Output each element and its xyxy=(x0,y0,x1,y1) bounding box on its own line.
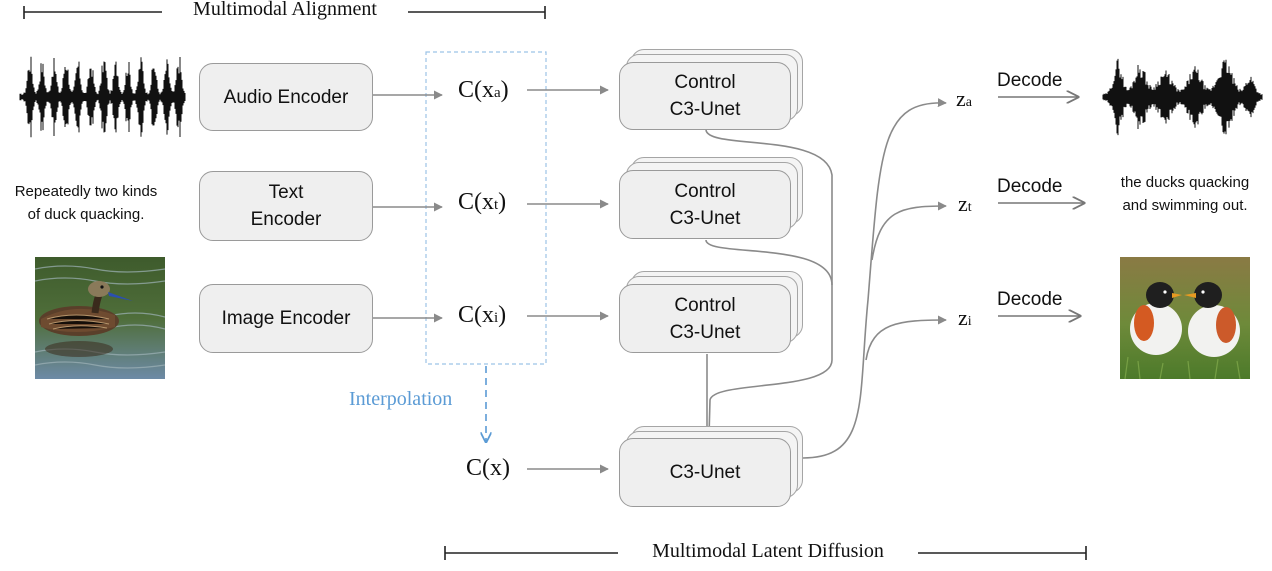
latent-flow-i xyxy=(865,315,947,361)
text-encoder-line2: Encoder xyxy=(250,209,322,230)
latent-za-sub: a xyxy=(965,95,972,110)
latent-za-base: z xyxy=(956,86,966,111)
image-control-line1: Control xyxy=(674,294,736,316)
audio-encoder-label: Audio Encoder xyxy=(223,86,349,108)
latent-za: za xyxy=(956,86,972,112)
latent-zt: zt xyxy=(958,191,972,217)
text-control-flow xyxy=(705,239,833,286)
latent-zt-sub: t xyxy=(967,200,972,215)
text-encoder-line1: Text xyxy=(268,182,304,203)
image-condition-sub: i xyxy=(494,310,499,326)
image-condition-base: C(x xyxy=(458,302,494,328)
output-text-caption: the ducks quacking and swimming out. xyxy=(1098,171,1272,217)
output-text-line1: the ducks quacking xyxy=(1120,174,1250,191)
text-control-line2: C3-Unet xyxy=(669,207,741,229)
latent-zi-sub: i xyxy=(967,314,972,329)
text-condition-base: C(x xyxy=(458,189,494,215)
latent-zi-base: z xyxy=(958,305,968,330)
output-audio-waveform-icon xyxy=(1102,58,1263,136)
audio-control-flow xyxy=(704,129,833,437)
image-control-line2: C3-Unet xyxy=(669,321,741,343)
decode-label-image: Decode xyxy=(997,289,1063,310)
audio-condition-base: C(x xyxy=(458,77,494,103)
input-text-caption: Repeatedly two kinds of duck quacking. xyxy=(0,180,172,226)
image-encoder-label: Image Encoder xyxy=(221,308,351,329)
audio-control-line2: C3-Unet xyxy=(669,99,741,120)
latent-zi: zi xyxy=(958,305,972,331)
audio-condition-sub: a xyxy=(494,85,501,101)
output-birds-photo xyxy=(1120,257,1250,379)
interpolated-condition: C(x) xyxy=(466,455,510,481)
input-audio-waveform-icon xyxy=(19,56,186,138)
latent-zt-base: z xyxy=(958,191,968,216)
text-condition: C(xt) xyxy=(458,189,506,216)
audio-encoder-box: Audio Encoder xyxy=(199,63,373,131)
main-c3-unet-label: C3-Unet xyxy=(669,462,741,483)
image-condition: C(xi) xyxy=(458,302,506,329)
output-text-line2: and swimming out. xyxy=(1122,197,1248,214)
image-encoder-box: Image Encoder xyxy=(199,284,373,353)
text-control-line1: Control xyxy=(674,180,736,202)
audio-condition-close: ) xyxy=(500,77,509,103)
diffusion-header: Multimodal Latent Diffusion xyxy=(652,540,884,562)
alignment-header: Multimodal Alignment xyxy=(193,0,377,20)
audio-condition: C(xa) xyxy=(458,77,509,104)
text-condition-close: ) xyxy=(498,189,507,215)
interpolation-label: Interpolation xyxy=(349,388,453,410)
input-duck-photo xyxy=(35,257,165,379)
input-text-line2: of duck quacking. xyxy=(27,206,145,223)
decode-label-text: Decode xyxy=(997,176,1063,197)
decode-label-audio: Decode xyxy=(997,70,1063,91)
main-c3-unet: C3-Unet xyxy=(619,438,791,507)
latent-flow-a xyxy=(802,98,947,459)
alignment-header-bar xyxy=(23,6,546,19)
alignment-region xyxy=(425,51,547,365)
image-condition-close: ) xyxy=(498,302,507,328)
input-text-line1: Repeatedly two kinds xyxy=(14,183,158,200)
diffusion-header-bar xyxy=(444,546,1087,560)
text-condition-sub: t xyxy=(494,197,499,213)
audio-control-line1: Control xyxy=(674,72,736,93)
latent-flow-t xyxy=(871,201,947,261)
